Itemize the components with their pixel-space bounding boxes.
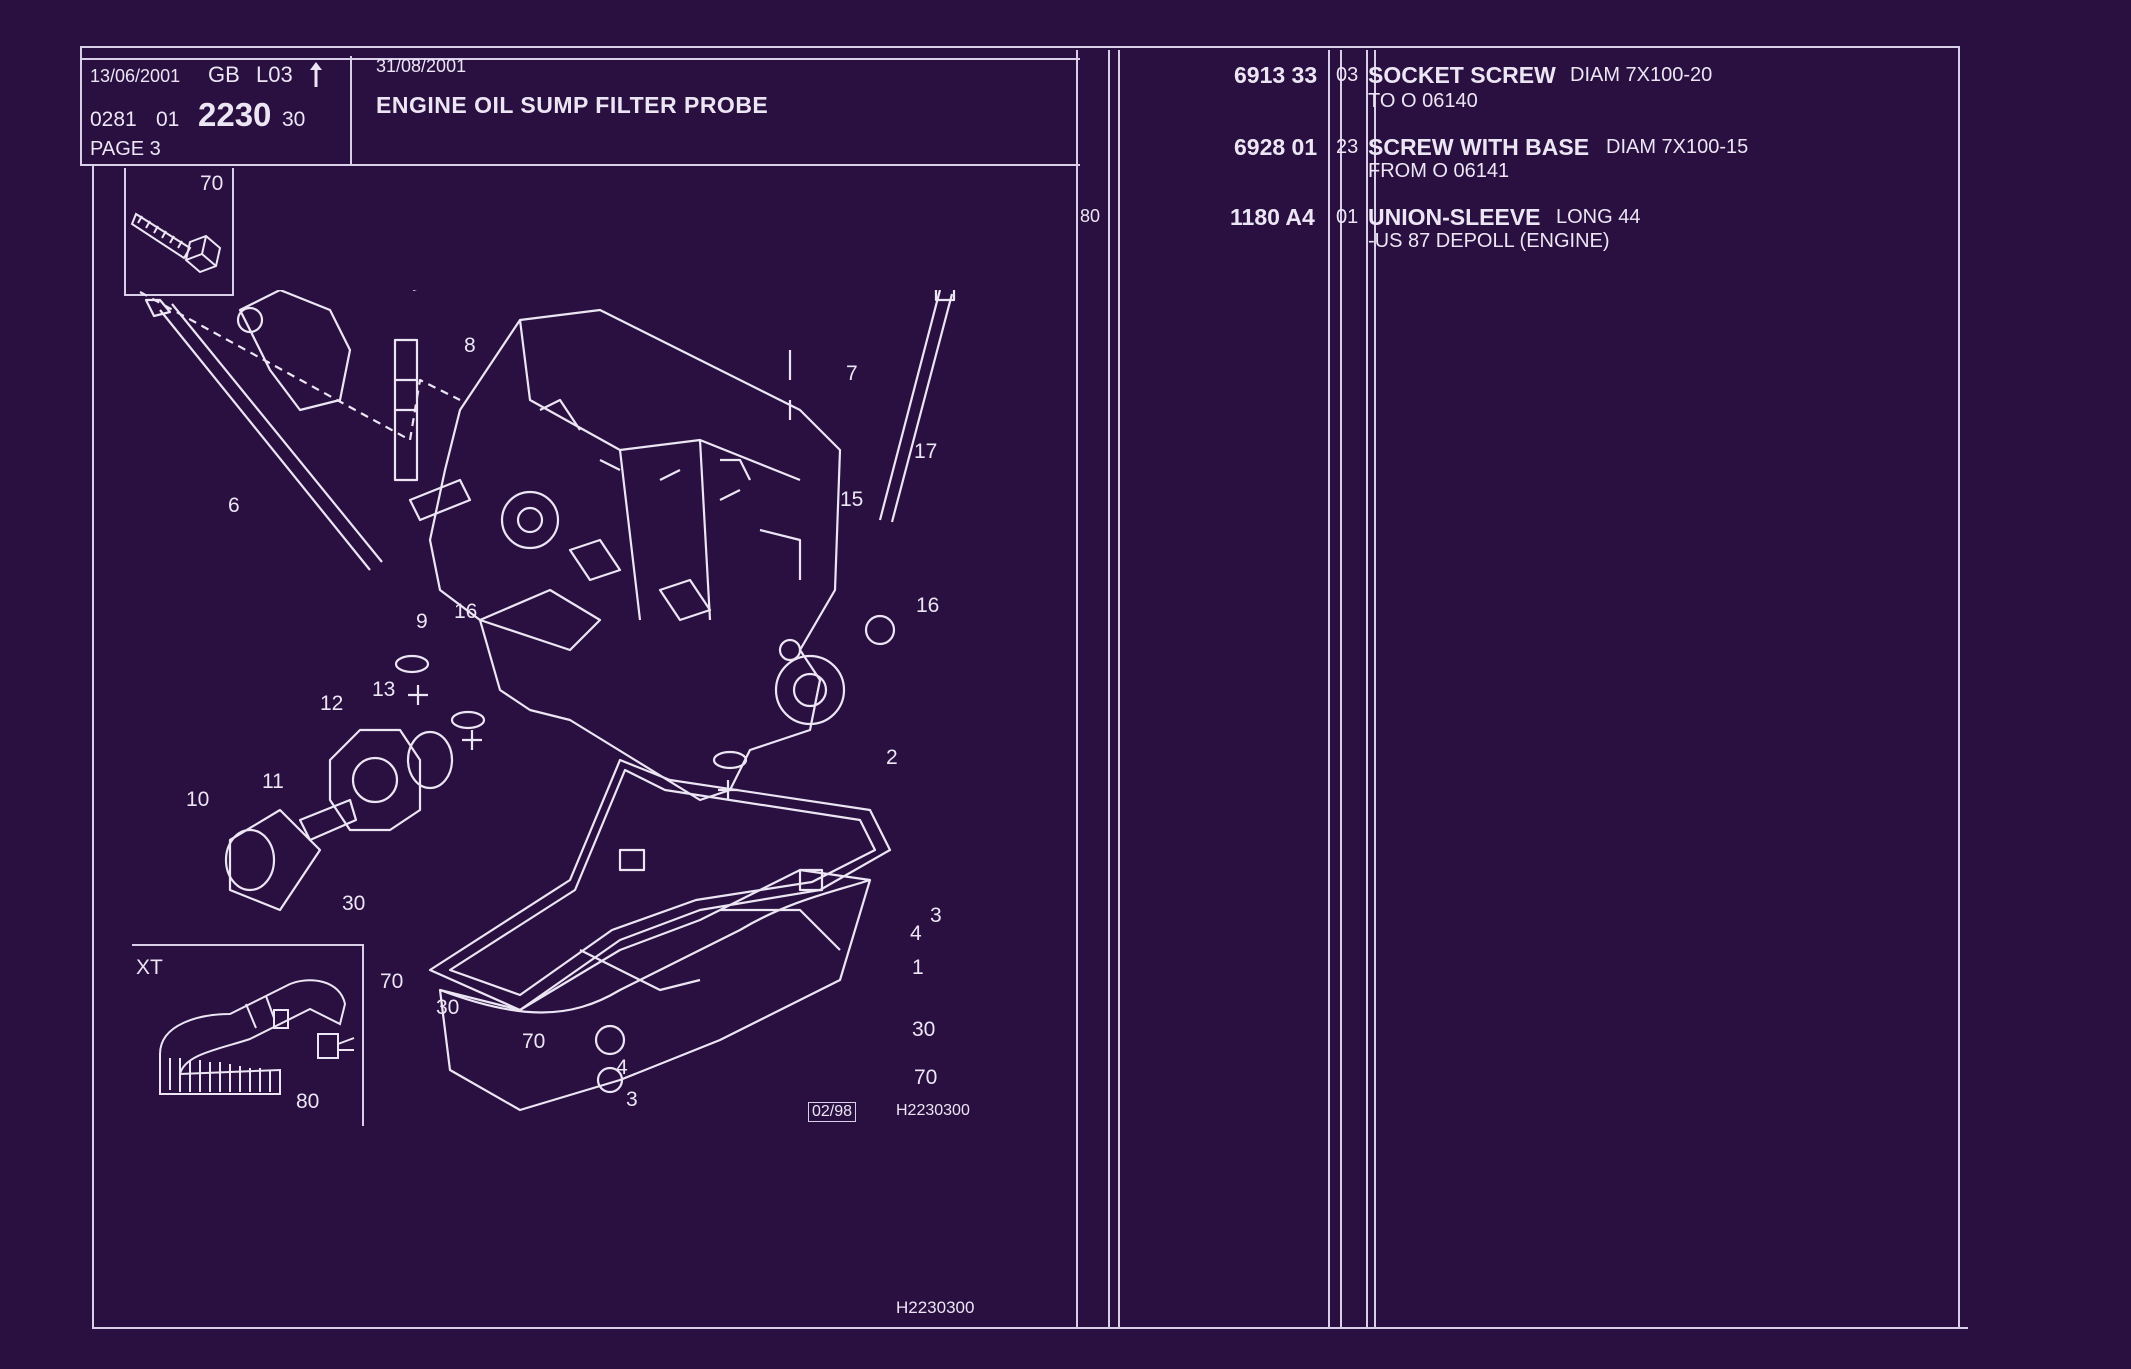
- drawing-ref: H2230300: [896, 1102, 970, 1119]
- ref-b: 01: [156, 108, 180, 131]
- callout-17: 17: [914, 440, 938, 463]
- part-ref: 80: [1080, 206, 1101, 226]
- inset-bolt-label: 70: [200, 172, 224, 195]
- callout-9: 9: [416, 610, 428, 633]
- part-number: 1180 A4: [1230, 204, 1315, 230]
- col-sep-7: [1374, 50, 1376, 1329]
- part-note: FROM O 06141: [1368, 160, 1510, 182]
- inset-bolt-box: [124, 168, 234, 296]
- group-code: 2230: [198, 96, 272, 133]
- part-code: 03: [1336, 64, 1359, 86]
- callout-4-right: 4: [910, 922, 922, 945]
- col-sep-1: [1076, 50, 1078, 1329]
- frame-right: [1958, 46, 1960, 1329]
- inset-xt-callout: 80: [296, 1090, 320, 1113]
- footer-drawing-ref: H2230300: [896, 1298, 975, 1317]
- ref-a: 0281: [90, 108, 137, 131]
- part-note: TO O 06140: [1368, 90, 1478, 112]
- callout-30-b: 30: [436, 996, 460, 1019]
- engine-assembly-drawing: [139, 290, 956, 1112]
- issue-date: 13/06/2001: [90, 66, 181, 86]
- header-divider: [80, 164, 1080, 166]
- callout-4-bottom: 4: [616, 1056, 628, 1079]
- hose-icon: [159, 979, 355, 1095]
- col-sep-6: [1366, 50, 1368, 1329]
- ref-c: 30: [282, 108, 306, 131]
- frame-left-lower: [92, 166, 94, 1329]
- inset-xt-box: [132, 944, 364, 1126]
- part-name: SOCKET SCREW: [1368, 62, 1556, 88]
- part-detail: LONG 44: [1556, 206, 1641, 228]
- callout-70-c: 70: [914, 1066, 938, 1089]
- callout-2: 2: [886, 746, 898, 769]
- page-label: PAGE 3: [90, 138, 161, 160]
- callout-10: 10: [186, 788, 210, 811]
- callout-16-left: 16: [454, 600, 478, 623]
- bolt-icon: [130, 212, 222, 274]
- callout-7: 7: [846, 362, 858, 385]
- callout-1: 1: [912, 956, 924, 979]
- callout-12: 12: [320, 692, 344, 715]
- callout-15: 15: [840, 488, 864, 511]
- col-sep-2: [1108, 50, 1110, 1329]
- frame-left: [80, 46, 82, 166]
- part-number: 6913 33: [1234, 62, 1318, 88]
- callout-6: 6: [228, 494, 240, 517]
- callout-3-right: 3: [930, 904, 942, 927]
- page-title: ENGINE OIL SUMP FILTER PROBE: [376, 92, 769, 118]
- part-number: 6928 01: [1234, 134, 1318, 160]
- callout-16-right: 16: [916, 594, 940, 617]
- part-detail: DIAM 7X100-20: [1570, 64, 1713, 86]
- header-top-left: [80, 58, 1080, 60]
- callout-11: 11: [262, 770, 284, 793]
- col-sep-4: [1328, 50, 1330, 1329]
- part-name: UNION-SLEEVE: [1368, 204, 1541, 230]
- part-code: 01: [1336, 206, 1359, 228]
- callout-3-bottom: 3: [626, 1088, 638, 1111]
- up-arrow-icon: [310, 62, 322, 87]
- col-sep-5: [1340, 50, 1342, 1329]
- inset-xt-label: XT: [136, 956, 163, 979]
- header-vline: [350, 56, 352, 166]
- language-code: GB: [208, 62, 240, 87]
- part-note: -US 87 DEPOLL (ENGINE): [1368, 230, 1610, 252]
- col-sep-3: [1118, 50, 1120, 1329]
- callout-30-c: 30: [912, 1018, 936, 1041]
- callout-70-b: 70: [522, 1030, 546, 1053]
- callout-13: 13: [372, 678, 396, 701]
- callout-30-a: 30: [342, 892, 366, 915]
- diagram-date-stamp: 02/98: [808, 1102, 857, 1122]
- callout-70-a: 70: [380, 970, 404, 993]
- level-code: L03: [256, 62, 293, 87]
- part-name: SCREW WITH BASE: [1368, 134, 1590, 160]
- frame-bottom: [92, 1327, 1968, 1329]
- callout-8: 8: [464, 334, 476, 357]
- frame-top: [80, 46, 1960, 48]
- part-code: 23: [1336, 136, 1359, 158]
- part-detail: DIAM 7X100-15: [1606, 136, 1749, 158]
- revision-date: 31/08/2001: [376, 56, 467, 76]
